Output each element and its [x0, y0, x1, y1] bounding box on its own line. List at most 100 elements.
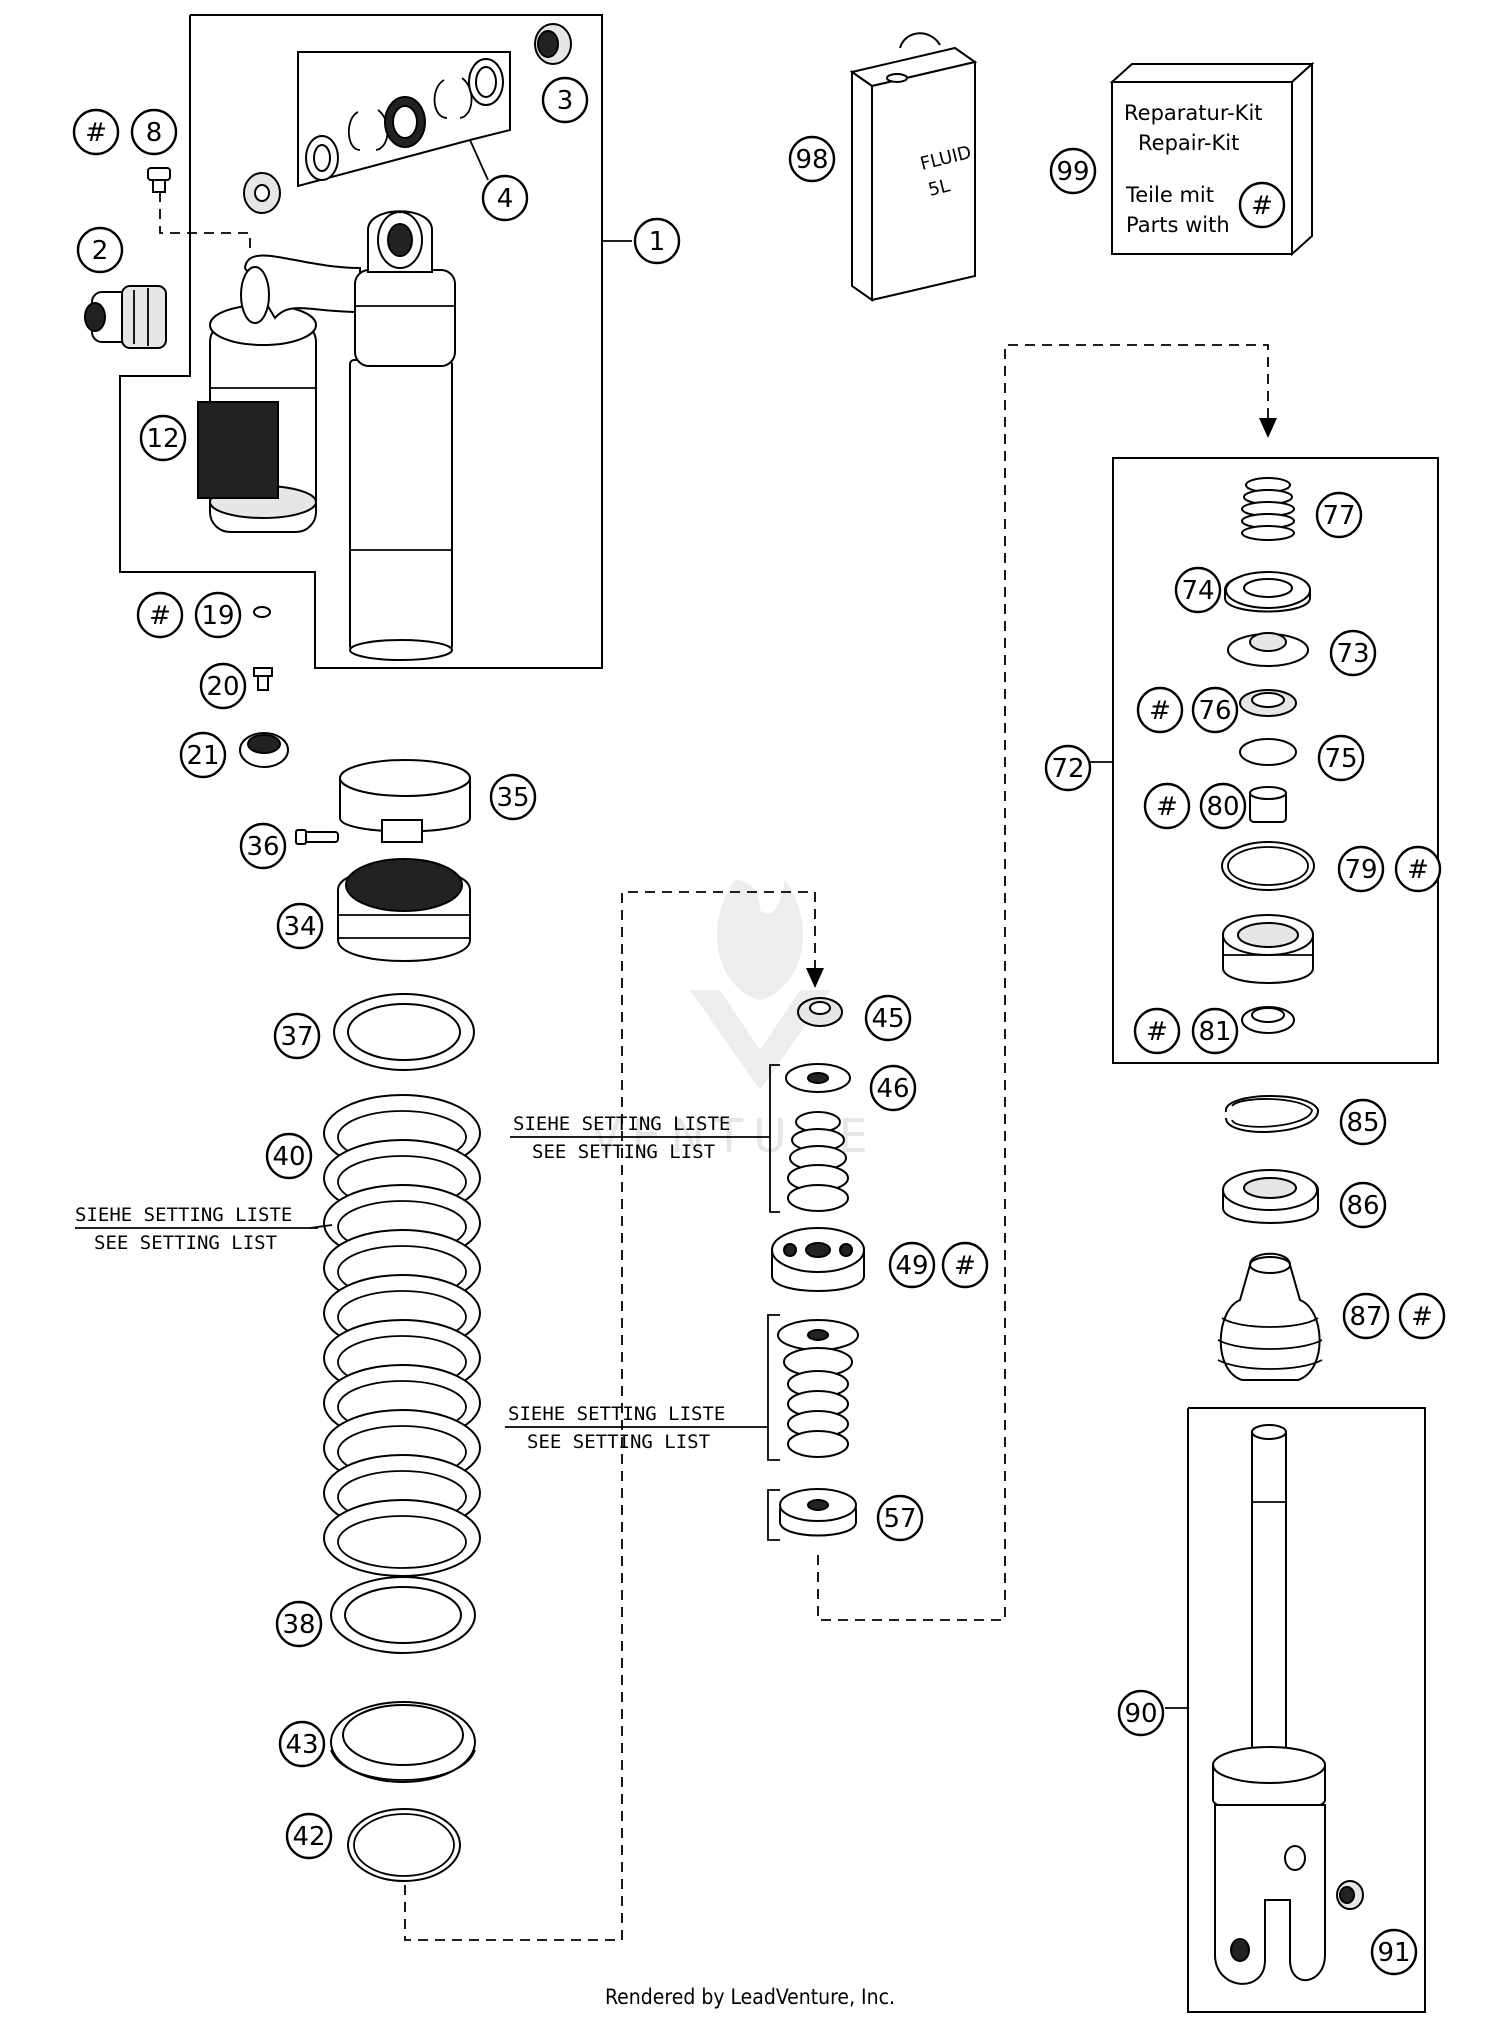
part-34-adjuster-nut: [337, 858, 471, 962]
callout-77: 77: [1315, 491, 1363, 539]
callout-80: 80: [1199, 782, 1247, 830]
callout-8-label: 8: [146, 118, 163, 148]
callout-81-label: 81: [1198, 1017, 1231, 1047]
callout-12: 12: [139, 414, 187, 462]
callout-43: 43: [278, 1720, 326, 1768]
callout-90-label: 90: [1124, 1699, 1157, 1729]
callout-76: 76: [1191, 686, 1239, 734]
part-1-shock-body: [349, 210, 456, 661]
callout-74-label: 74: [1181, 576, 1214, 606]
callout-3: 3: [541, 76, 589, 124]
callout-98: 98: [788, 135, 836, 183]
callout-49-label: 49: [895, 1251, 928, 1281]
part-36-screw: [295, 829, 339, 845]
repair-kit-line4: Parts with: [1126, 213, 1230, 237]
part-43-spring-plate: [330, 1701, 476, 1783]
callout-43-label: 43: [285, 1730, 318, 1760]
callout-34: 34: [276, 902, 324, 950]
callout-19-label: 19: [201, 601, 234, 631]
callout-36: 36: [239, 822, 287, 870]
callout-1-label: 1: [649, 227, 666, 257]
part-85-circlip: [1225, 1095, 1320, 1133]
callout-87-label: 87: [1349, 1302, 1382, 1332]
kit-marker-label: #: [1251, 191, 1273, 221]
part-87-bump-rubber: [1217, 1252, 1323, 1381]
kit-marker-label: #: [1407, 855, 1429, 885]
part-90-rod-group: [1165, 1407, 1426, 2013]
kit-marker: #: [136, 591, 184, 639]
part-2-adjuster: [84, 285, 167, 349]
callout-40: 40: [265, 1132, 313, 1180]
setting-note-upper-de: SIEHE SETTING LISTE: [513, 1113, 730, 1135]
reservoir-cap-nut: [243, 172, 281, 214]
part-80-bushing: [1249, 786, 1287, 823]
repair-kit-line2: Repair-Kit: [1138, 131, 1239, 155]
callout-75: 75: [1317, 734, 1365, 782]
part-40-spring: [323, 1094, 481, 1577]
seal-ring-2: [384, 96, 426, 148]
callout-86-label: 86: [1346, 1191, 1379, 1221]
callout-81: 81: [1191, 1007, 1239, 1055]
callout-85: 85: [1339, 1098, 1387, 1146]
callout-73: 73: [1329, 629, 1377, 677]
callout-45-label: 45: [871, 1004, 904, 1034]
callout-2: 2: [76, 226, 124, 274]
callout-2-label: 2: [92, 236, 109, 266]
part-46-shim-stack: [769, 1063, 851, 1213]
part-73-washer: [1227, 632, 1309, 667]
callout-21: 21: [179, 731, 227, 779]
callout-72: 72: [1044, 744, 1092, 792]
setting-note-upper-en: SEE SETTING LIST: [532, 1141, 715, 1163]
callout-35: 35: [489, 773, 537, 821]
callout-74: 74: [1174, 566, 1222, 614]
part-99-repair-kit: Reparatur-Kit Repair-Kit Teile mit Parts…: [1109, 61, 1315, 257]
part-72-group: [1090, 457, 1439, 1064]
callout-76-label: 76: [1198, 696, 1231, 726]
lower-shim-stack: [767, 1314, 859, 1461]
callout-20: 20: [199, 662, 247, 710]
callout-79-label: 79: [1344, 855, 1377, 885]
callout-38: 38: [275, 1600, 323, 1648]
spring-stack-group: [295, 759, 824, 1941]
fluid-label-line2: 5L: [926, 175, 952, 201]
spring-coil: [323, 1499, 481, 1577]
callout-80-label: 80: [1206, 792, 1239, 822]
kit-marker-label: #: [85, 118, 107, 148]
setting-note-shim-lower: SIEHE SETTING LISTE SEE SETTING LIST: [505, 1403, 768, 1453]
callout-40-label: 40: [272, 1142, 305, 1172]
callout-98-label: 98: [795, 145, 828, 175]
callout-1: 1: [633, 217, 681, 265]
callout-20-label: 20: [206, 672, 239, 702]
part-42-ring: [347, 1808, 461, 1882]
callout-46-label: 46: [876, 1074, 909, 1104]
kit-marker: #: [1143, 782, 1191, 830]
callout-layer: 12348#12#1920213536343740384342454649#57…: [72, 76, 1446, 1976]
callout-99-label: 99: [1056, 157, 1089, 187]
callout-91-label: 91: [1377, 1938, 1410, 1968]
part-8-valve: [147, 167, 251, 250]
seal-head: [1222, 914, 1314, 984]
part-75-ring: [1239, 738, 1297, 766]
part-12-reservoir: [197, 254, 361, 533]
callout-85-label: 85: [1346, 1108, 1379, 1138]
callout-72-label: 72: [1051, 754, 1084, 784]
callout-42: 42: [285, 1812, 333, 1860]
callout-8: 8: [130, 108, 178, 156]
callout-57-label: 57: [883, 1504, 916, 1534]
seal-ring-3: [468, 58, 504, 106]
callout-36-label: 36: [246, 832, 279, 862]
callout-34-label: 34: [283, 912, 316, 942]
kit-marker-label: #: [149, 601, 171, 631]
callout-75-label: 75: [1324, 744, 1357, 774]
repair-kit-line1: Reparatur-Kit: [1124, 101, 1263, 125]
part-76-seal: [1239, 689, 1297, 717]
callout-99: 99: [1049, 147, 1097, 195]
part-90-piston-rod: [1212, 1424, 1326, 1985]
repair-kit-line3: Teile mit: [1125, 183, 1214, 207]
callout-4: 4: [481, 174, 529, 222]
callout-21-label: 21: [186, 741, 219, 771]
callout-73-label: 73: [1336, 639, 1369, 669]
part-74-cap: [1224, 571, 1311, 613]
setting-note-lower-de: SIEHE SETTING LISTE: [508, 1403, 725, 1425]
callout-91: 91: [1370, 1928, 1418, 1976]
